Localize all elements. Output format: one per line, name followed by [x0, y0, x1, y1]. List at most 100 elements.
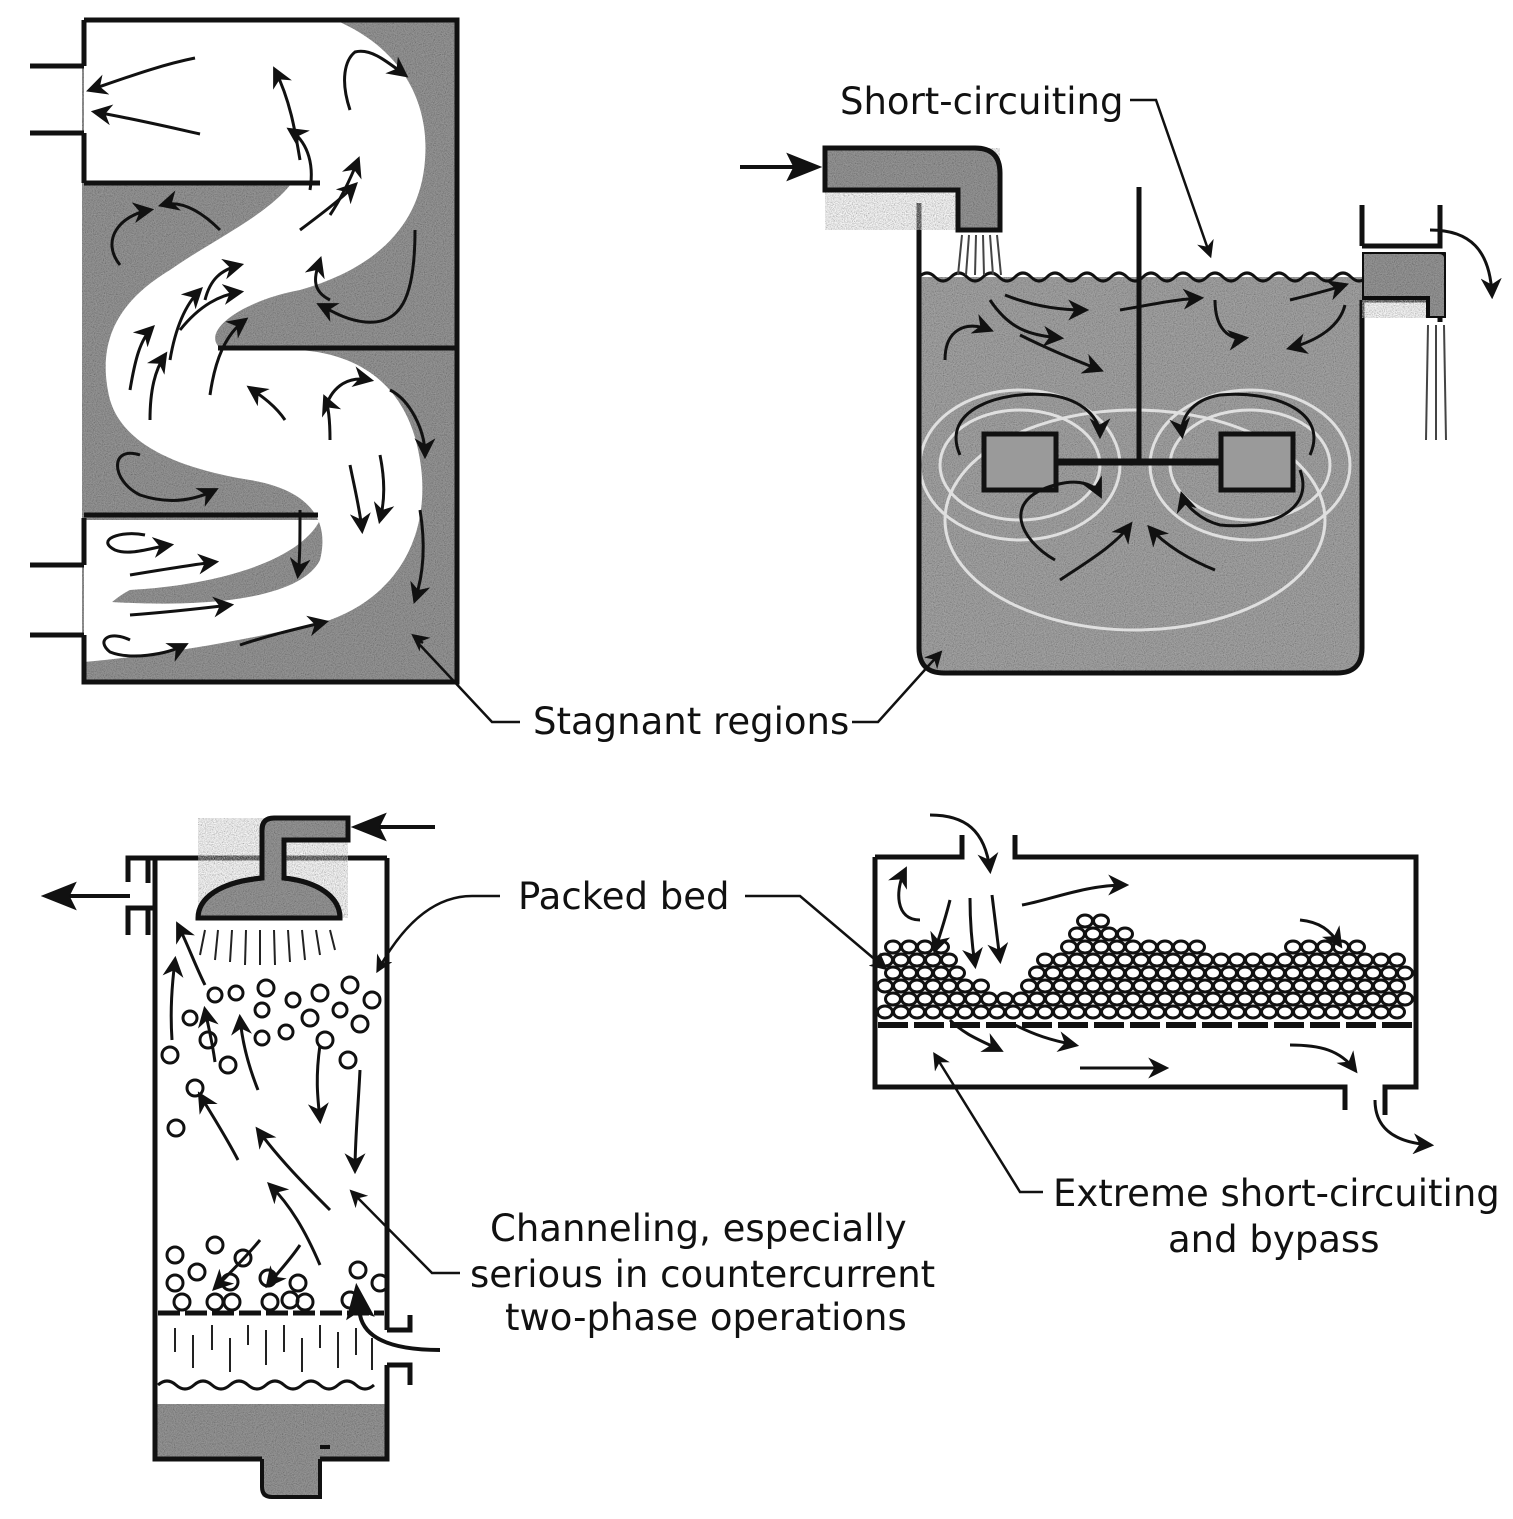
bed-particle	[1118, 980, 1133, 992]
bed-particle	[1110, 993, 1125, 1005]
bed-particle	[918, 941, 933, 953]
bed-particle	[1102, 980, 1117, 992]
bed-particle	[1038, 954, 1053, 966]
bed-particle	[1014, 993, 1029, 1005]
bed-particle	[1302, 967, 1317, 979]
column-liquid-pool	[155, 1404, 385, 1459]
outlet-spray	[1426, 325, 1446, 440]
packing-rings	[162, 977, 388, 1310]
bed-particle	[1358, 980, 1373, 992]
bed-particle	[934, 993, 949, 1005]
bed-particle	[1134, 954, 1149, 966]
packed-bed-particles	[878, 915, 1413, 1018]
bed-particle	[1086, 954, 1101, 966]
bed-particle	[1078, 993, 1093, 1005]
bed-particle	[1294, 980, 1309, 992]
bed-particle	[1174, 941, 1189, 953]
bed-particle	[1238, 967, 1253, 979]
bed-particle	[1110, 941, 1125, 953]
bed-particle	[1158, 993, 1173, 1005]
bed-particle	[1230, 1006, 1245, 1018]
gas-bubble-lines	[175, 1325, 372, 1372]
bed-particle	[1374, 1006, 1389, 1018]
bed-particle	[1134, 1006, 1149, 1018]
bed-particle	[894, 954, 909, 966]
bed-particle	[1118, 954, 1133, 966]
bed-particle	[1326, 980, 1341, 992]
bed-particle	[1022, 980, 1037, 992]
bed-particle	[1142, 993, 1157, 1005]
bed-particle	[1294, 1006, 1309, 1018]
bed-particle	[1142, 941, 1157, 953]
bed-particle	[886, 993, 901, 1005]
spray-lines	[200, 930, 335, 965]
bed-particle	[1390, 1006, 1405, 1018]
bed-particle	[990, 1006, 1005, 1018]
bed-particle	[1182, 954, 1197, 966]
bed-particle	[1366, 967, 1381, 979]
bed-particle	[1158, 967, 1173, 979]
bed-particle	[1278, 980, 1293, 992]
bed-particle	[1342, 954, 1357, 966]
bed-particle	[1118, 1006, 1133, 1018]
bed-particle	[1094, 941, 1109, 953]
bed-particle	[1070, 1006, 1085, 1018]
bed-particle	[910, 954, 925, 966]
bed-particle	[1342, 980, 1357, 992]
bed-particle	[1134, 980, 1149, 992]
bed-particle	[1062, 993, 1077, 1005]
bed-particle	[1278, 954, 1293, 966]
bed-particle	[1334, 993, 1349, 1005]
label-channeling-3: two-phase operations	[505, 1296, 907, 1339]
impeller-blade-right	[1221, 434, 1293, 490]
bed-particle	[942, 980, 957, 992]
bed-particle	[1070, 980, 1085, 992]
bed-particle	[1126, 993, 1141, 1005]
bed-particle	[1054, 954, 1069, 966]
bed-particle	[902, 993, 917, 1005]
bed-particle	[926, 1006, 941, 1018]
bed-particle	[1086, 1006, 1101, 1018]
bed-particle	[1022, 1006, 1037, 1018]
bed-particle	[1302, 993, 1317, 1005]
bed-particle	[934, 967, 949, 979]
bed-particle	[942, 954, 957, 966]
bed-particle	[910, 980, 925, 992]
bed-particle	[1398, 993, 1413, 1005]
bed-particle	[1382, 993, 1397, 1005]
bed-particle	[886, 967, 901, 979]
bed-particle	[1078, 915, 1093, 927]
bed-particle	[926, 980, 941, 992]
bed-particle	[1158, 941, 1173, 953]
bed-particle	[1286, 967, 1301, 979]
bed-particle	[1278, 1006, 1293, 1018]
bed-particle	[1102, 928, 1117, 940]
bed-particle	[1238, 993, 1253, 1005]
bed-particle	[1318, 993, 1333, 1005]
bed-particle	[1190, 993, 1205, 1005]
bed-particle	[1046, 993, 1061, 1005]
bed-particle	[1094, 915, 1109, 927]
bed-particle	[878, 980, 893, 992]
bed-particle	[1038, 1006, 1053, 1018]
bed-particle	[1254, 967, 1269, 979]
bed-particle	[974, 980, 989, 992]
bed-particle	[902, 967, 917, 979]
bed-particle	[1390, 954, 1405, 966]
bed-particle	[974, 1006, 989, 1018]
bed-particle	[1070, 928, 1085, 940]
bed-particle	[1358, 954, 1373, 966]
bed-particle	[1174, 967, 1189, 979]
bed-particle	[1350, 967, 1365, 979]
bed-particle	[1286, 993, 1301, 1005]
bed-particle	[1150, 980, 1165, 992]
bed-particle	[1214, 1006, 1229, 1018]
bed-particle	[1142, 967, 1157, 979]
bed-particle	[1342, 1006, 1357, 1018]
bed-particle	[1062, 967, 1077, 979]
bed-particle	[1086, 928, 1101, 940]
label-extreme-2: and bypass	[1168, 1218, 1379, 1261]
bed-particle	[1070, 954, 1085, 966]
bed-particle	[1166, 954, 1181, 966]
